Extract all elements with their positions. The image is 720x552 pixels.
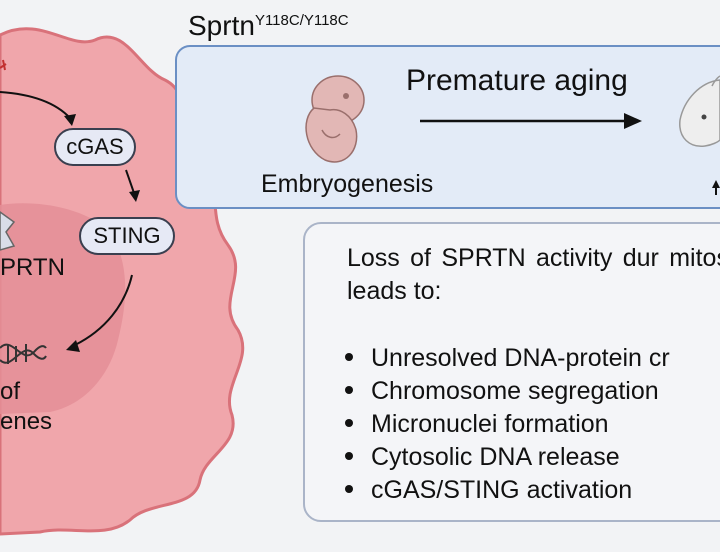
nucleus <box>0 203 126 414</box>
aging-arrow-head <box>624 113 642 129</box>
genotype-superscript: Y118C/Y118C <box>254 12 349 29</box>
list-item: Unresolved DNA-protein cr <box>345 342 670 375</box>
arrow-cgas-to-sting <box>125 169 135 194</box>
embryogenesis-label: Embryogenesis <box>261 170 434 198</box>
dna-damage-mark <box>0 59 7 71</box>
figure-title: SprtnY118C/Y118C <box>188 10 349 41</box>
arrow-sting-to-dna-head <box>66 340 80 352</box>
consequence-list: Unresolved DNA-protein cr Chromosome seg… <box>345 342 670 507</box>
top-panel <box>175 45 720 209</box>
list-item: Cytosolic DNA release <box>345 441 670 474</box>
list-item: Micronuclei formation <box>345 408 670 441</box>
info-box: Loss of SPRTN activity dur mitosis leads… <box>303 222 720 522</box>
dna-icon <box>0 343 47 364</box>
genes-label-line2: enes <box>0 408 53 435</box>
list-item: cGAS/STING activation <box>345 474 670 507</box>
cgas-pill: cGAS <box>54 128 136 166</box>
sprtn-protein-icon <box>0 211 16 251</box>
sprtn-label: PRTN <box>0 254 65 281</box>
arrow-to-cgas-head <box>64 114 76 126</box>
sting-pill: STING <box>79 217 175 255</box>
arrow-cgas-to-sting-head <box>129 190 140 202</box>
bullet-icon <box>345 353 353 362</box>
embryo-icon <box>305 75 365 163</box>
bullet-icon <box>345 485 353 494</box>
arrow-to-cgas <box>0 91 71 119</box>
info-lead-text: Loss of SPRTN activity dur mitosis leads… <box>347 244 720 305</box>
genes-label-line1: of <box>0 378 21 405</box>
list-item: Chromosome segregation <box>345 375 670 408</box>
arrow-sting-to-dna <box>74 274 133 346</box>
bullet-icon <box>345 386 353 395</box>
bullet-icon <box>345 452 353 461</box>
premature-aging-label: Premature aging <box>406 64 628 97</box>
bullet-icon <box>345 419 353 428</box>
